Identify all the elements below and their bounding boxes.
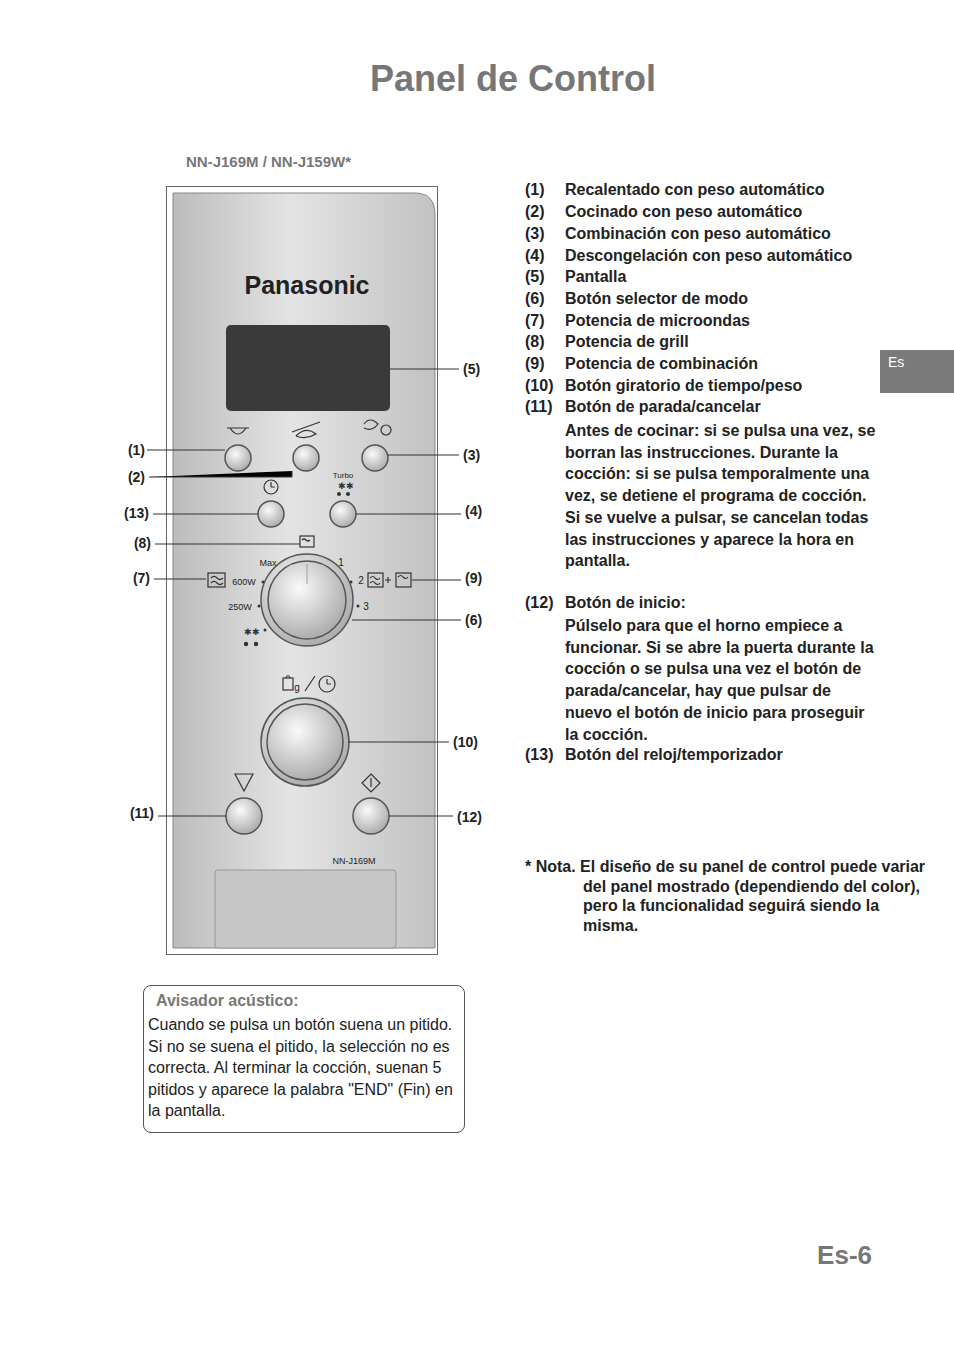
panel-text: 1 — [338, 557, 344, 569]
box-body: Cuando se pulsa un botón suena un pitido… — [148, 1014, 460, 1122]
callout-number: (13) — [124, 505, 149, 521]
panel-text: 2 — [358, 575, 364, 587]
callout-number: (5) — [463, 361, 480, 377]
panel-text: 250W — [228, 602, 252, 612]
page-number: Es-6 — [817, 1241, 872, 1271]
brand-logo: Panasonic — [244, 271, 369, 300]
list-description: Antes de cocinar: si se pulsa una vez, s… — [565, 420, 877, 572]
model-heading: NN-J169M / NN-J159W* — [186, 153, 351, 170]
callout-number: (4) — [465, 503, 482, 519]
callout-number: (11) — [130, 805, 154, 821]
callout-number: (6) — [465, 612, 482, 628]
svg-text:✱✱: ✱✱ — [244, 627, 260, 637]
callout-number: (3) — [463, 447, 480, 463]
list-number: (12) — [525, 594, 553, 612]
list-item: Recalentado con peso automático — [565, 181, 825, 199]
list-number: (11) — [525, 398, 553, 416]
list-number: (5) — [525, 268, 545, 286]
panel-text: Max — [259, 558, 276, 568]
panel-text: Turbo — [333, 471, 354, 480]
list-item: Potencia de combinación — [565, 355, 758, 373]
list-number: (6) — [525, 290, 545, 308]
list-number: (8) — [525, 333, 545, 351]
panel-text: g — [294, 682, 300, 694]
list-number: (10) — [525, 377, 553, 395]
info-box: Avisador acústico:Cuando se pulsa un bot… — [143, 985, 465, 1133]
list-item: Pantalla — [565, 268, 626, 286]
list-description: Púlselo para que el horno empiece a func… — [565, 615, 877, 745]
callout-number: (1) — [128, 442, 145, 458]
list-number: (1) — [525, 181, 545, 199]
list-item: Combinación con peso automático — [565, 225, 831, 243]
page-title: Panel de Control — [370, 58, 656, 99]
list-item: Potencia de microondas — [565, 312, 750, 330]
callout-number: (8) — [134, 535, 151, 551]
list-item: Botón de inicio: — [565, 594, 686, 612]
list-item: Potencia de grill — [565, 333, 689, 351]
callout-number: (10) — [453, 734, 478, 750]
callout-number: (2) — [128, 469, 145, 485]
list-number: (9) — [525, 355, 545, 373]
list-number: (13) — [525, 746, 553, 764]
note-text: * Nota. El diseño de su panel de control… — [525, 857, 928, 935]
panel-text: 600W — [232, 577, 256, 587]
list-number: (7) — [525, 312, 545, 330]
list-number: (4) — [525, 247, 545, 265]
list-item: Botón giratorio de tiempo/peso — [565, 377, 802, 395]
list-number: (3) — [525, 225, 545, 243]
callout-number: (7) — [133, 570, 150, 586]
svg-text:✱✱: ✱✱ — [338, 481, 354, 491]
box-heading: Avisador acústico: — [148, 990, 460, 1014]
list-item: Botón selector de modo — [565, 290, 748, 308]
panel-text: 3 — [363, 601, 369, 613]
panel-text: NN-J169M — [332, 856, 375, 866]
list-item: Cocinado con peso automático — [565, 203, 802, 221]
list-number: (2) — [525, 203, 545, 221]
callout-number: (9) — [465, 570, 482, 586]
list-item: Botón de parada/cancelar — [565, 398, 761, 416]
callout-number: (12) — [457, 809, 482, 825]
tab-label: Es — [888, 354, 946, 370]
list-item: Botón del reloj/temporizador — [565, 746, 783, 764]
language-tab: Es — [880, 350, 954, 393]
list-item: Descongelación con peso automático — [565, 247, 852, 265]
